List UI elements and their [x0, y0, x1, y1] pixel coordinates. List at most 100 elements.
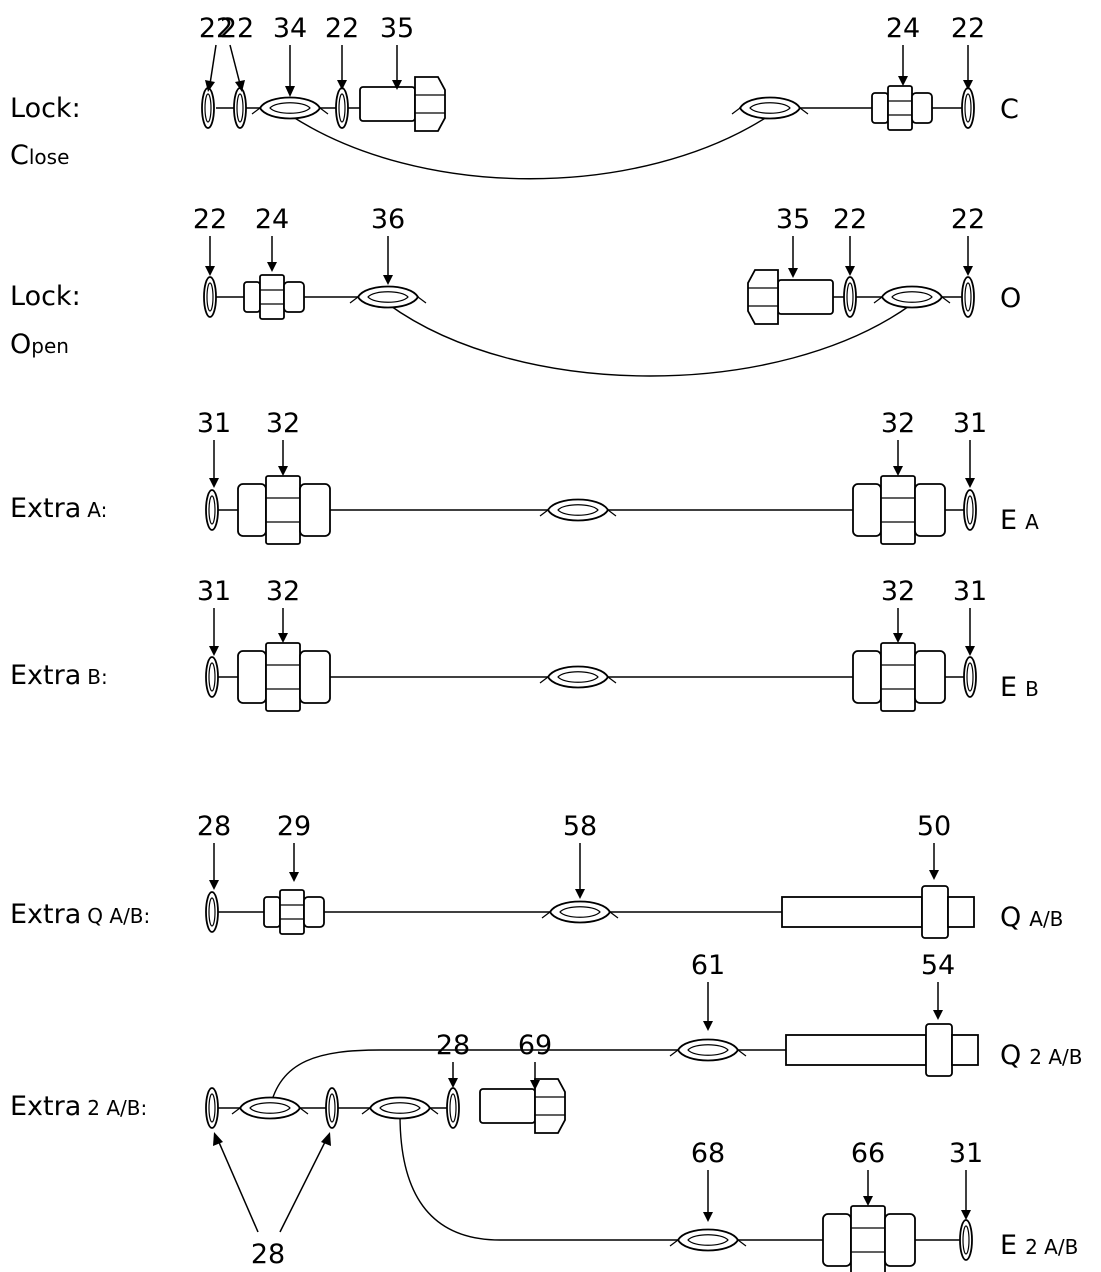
washer-28d: [446, 1087, 460, 1129]
callout-22: 22: [193, 204, 227, 235]
lock-close-end-label: C: [1000, 94, 1019, 125]
lock-open-sub-label: Open: [10, 329, 69, 360]
washer-22b: [233, 87, 247, 129]
washer-31d: [963, 656, 977, 698]
bolt-69: [479, 1078, 566, 1134]
lock-open-end-label: O: [1000, 283, 1021, 314]
cable-loop-34: [251, 96, 329, 120]
extra-q-callouts: 28 29 58 50: [197, 811, 951, 899]
fitting-32b: [852, 475, 946, 545]
callout-36: 36: [371, 204, 405, 235]
callout-58: 58: [563, 811, 597, 842]
washer-28c: [325, 1087, 339, 1129]
washer-31b: [963, 489, 977, 531]
washer-22g: [961, 276, 975, 318]
washer-31a: [205, 489, 219, 531]
callout-28: 28: [251, 1239, 285, 1270]
callout-22: 22: [951, 13, 985, 44]
washer-22d: [961, 87, 975, 129]
bolt-35b: [747, 269, 834, 325]
lock-open-callouts: 22 24 36 35 22 22: [193, 204, 985, 285]
row-lock-open: Lock: Open O 22 24 36 35 22 22: [10, 204, 1021, 377]
callout-28: 28: [197, 811, 231, 842]
fitting-24b: [243, 274, 305, 320]
callout-50: 50: [917, 811, 951, 842]
cable-loop-58: [541, 900, 619, 924]
callout-35: 35: [776, 204, 810, 235]
callout-31: 31: [197, 408, 231, 439]
cable-loop-36: [349, 285, 427, 309]
fitting-24: [871, 85, 933, 131]
callout-54: 54: [921, 950, 955, 981]
threaded-fitting-54: [785, 1023, 979, 1077]
washer-31e: [959, 1219, 973, 1261]
cable-loop-2b: [361, 1096, 439, 1120]
washer-28a: [205, 891, 219, 933]
fitting-66: [822, 1205, 916, 1272]
callout-31: 31: [953, 408, 987, 439]
callout-22: 22: [220, 13, 254, 44]
callout-28: 28: [436, 1030, 470, 1061]
callout-22: 22: [833, 204, 867, 235]
callout-32: 32: [881, 408, 915, 439]
lock-close-sub-label: Close: [10, 140, 69, 171]
lock-close-label: Lock:: [10, 93, 81, 124]
washer-22a: [201, 87, 215, 129]
fitting-32a: [237, 475, 331, 545]
callout-22: 22: [199, 13, 233, 44]
callout-34: 34: [273, 13, 307, 44]
callout-31: 31: [197, 576, 231, 607]
washer-22c: [335, 87, 349, 129]
callout-32: 32: [881, 576, 915, 607]
bolt-35: [359, 76, 446, 132]
washer-22f: [843, 276, 857, 318]
callout-32: 32: [266, 408, 300, 439]
fitting-32d: [852, 642, 946, 712]
callout-69: 69: [518, 1030, 552, 1061]
row-lock-close: Lock: Close C 22 22 34 22 35 24 22: [10, 13, 1019, 180]
fitting-32c: [237, 642, 331, 712]
cable-loop-extra-a: [539, 498, 617, 522]
threaded-fitting-50: [781, 885, 975, 939]
cable-loop-2a: [231, 1096, 309, 1120]
callout-35: 35: [380, 13, 414, 44]
callout-31: 31: [953, 576, 987, 607]
extra-2-callouts: 61 54 28 69 68 66 31 28: [213, 950, 983, 1270]
washer-28b: [205, 1087, 219, 1129]
cable-loop-68: [669, 1228, 747, 1252]
callout-32: 32: [266, 576, 300, 607]
cable-loop-open-end: [873, 285, 951, 309]
extra-a-callouts: 31 32 32 31: [197, 408, 987, 488]
lock-close-callouts: 22 22 34 22 35 24 22: [199, 13, 985, 97]
callout-22: 22: [325, 13, 359, 44]
callout-31: 31: [949, 1138, 983, 1169]
callout-24: 24: [255, 204, 289, 235]
lock-open-label: Lock:: [10, 281, 81, 312]
callout-24: 24: [886, 13, 920, 44]
cable-loop-extra-b: [539, 665, 617, 689]
cable-loop-end: [731, 96, 809, 120]
fitting-29: [263, 889, 325, 935]
washer-31c: [205, 656, 219, 698]
callout-29: 29: [277, 811, 311, 842]
callout-66: 66: [851, 1138, 885, 1169]
cable-loop-61: [669, 1038, 747, 1062]
callout-68: 68: [691, 1138, 725, 1169]
callout-61: 61: [691, 950, 725, 981]
extra-b-callouts: 31 32 32 31: [197, 576, 987, 656]
washer-22e: [203, 276, 217, 318]
